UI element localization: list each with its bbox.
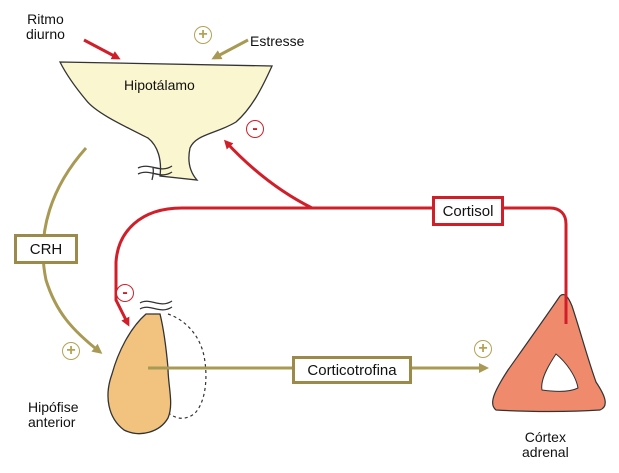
inhibition-sign-pituitary: - <box>116 284 134 302</box>
inhibition-sign-hypothalamus: - <box>246 120 264 138</box>
crh-box: CRH <box>14 234 78 264</box>
ritmo-diurno-label: Ritmo diurno <box>26 12 65 42</box>
ritmo-line-2: diurno <box>26 27 65 42</box>
stimulation-sign-pituitary: + <box>62 342 80 360</box>
cortex-line-1: Córtex <box>522 430 569 445</box>
pituitary-stalk-lines <box>140 301 172 310</box>
hipofise-line-2: anterior <box>28 415 79 430</box>
adrenal-cortex-shape <box>493 294 606 411</box>
hipofise-line-1: Hipófise <box>28 400 79 415</box>
posterior-pituitary-outline <box>168 314 206 418</box>
cortisol-box: Cortisol <box>432 196 504 226</box>
estresse-arrow <box>214 40 248 58</box>
anterior-pituitary-shape <box>108 314 171 434</box>
estresse-label: Estresse <box>250 34 304 49</box>
cortisol-to-hypothalamus-arrow <box>226 142 312 208</box>
ritmo-line-1: Ritmo <box>26 12 65 27</box>
cortex-adrenal-label: Córtex adrenal <box>522 430 569 460</box>
hipotalamo-label: Hipotálamo <box>124 78 195 93</box>
stimulation-sign-adrenal: + <box>474 340 492 358</box>
cortex-line-2: adrenal <box>522 445 569 460</box>
hipofise-label: Hipófise anterior <box>28 400 79 430</box>
ritmo-diurno-arrow <box>84 40 118 58</box>
stimulation-sign-estresse: + <box>194 26 212 44</box>
corticotrofina-box: Corticotrofina <box>292 356 412 384</box>
